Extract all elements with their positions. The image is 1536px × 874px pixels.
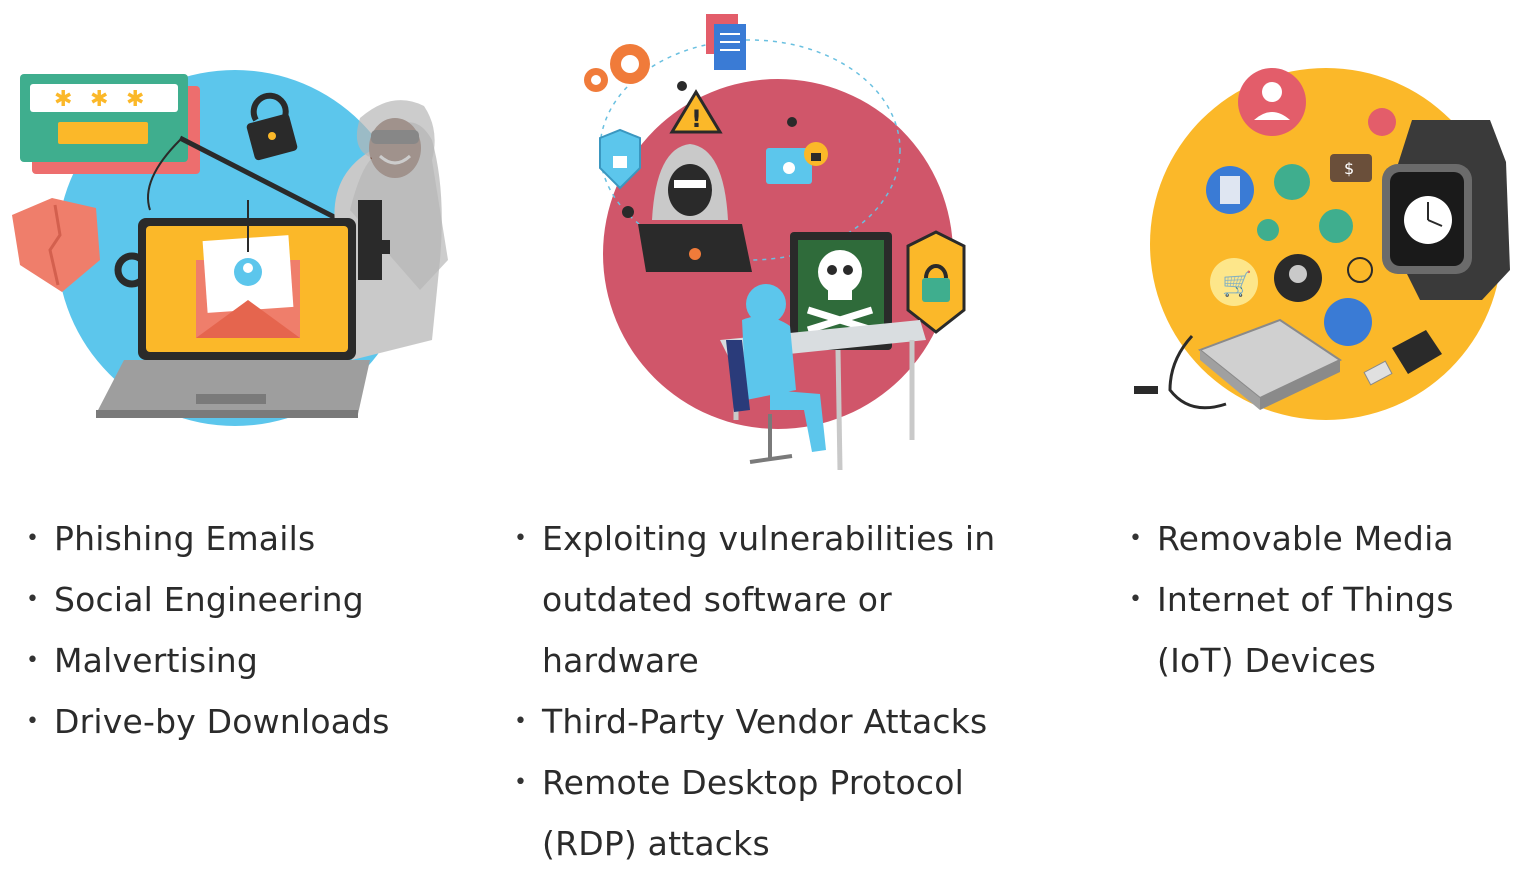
svg-text:✱: ✱ xyxy=(126,87,144,112)
network-vectors-list: • Exploiting vulnerabilities in outdated… xyxy=(514,508,995,874)
bullet-icon: • xyxy=(1129,526,1143,551)
bullet-icon: • xyxy=(26,709,40,734)
cart-icon xyxy=(1210,258,1258,306)
svg-text:!: ! xyxy=(691,105,702,133)
password-card-icon: ✱ ✱ ✱ xyxy=(20,74,200,174)
broken-shield-icon xyxy=(12,198,100,292)
bullet-icon: • xyxy=(1129,587,1143,612)
bullet-icon: • xyxy=(514,770,528,795)
small-app-icon xyxy=(1257,219,1279,241)
illustration-phishing: ✱ ✱ ✱ xyxy=(0,60,460,430)
money-icon xyxy=(1330,154,1372,182)
svg-text:$: $ xyxy=(1344,159,1354,178)
globe-icon xyxy=(1324,298,1372,346)
padlock-icon xyxy=(906,230,966,334)
svg-text:✱: ✱ xyxy=(90,87,108,112)
list-item: • Internet of Things (IoT) Devices xyxy=(1129,569,1454,691)
person-at-desk-icon xyxy=(726,284,826,464)
calculator-icon xyxy=(1206,166,1254,214)
bullet-icon: • xyxy=(514,709,528,734)
physical-vectors-list: • Removable Media • Internet of Things (… xyxy=(1129,508,1454,691)
bullet-icon: • xyxy=(26,648,40,673)
gear-icon xyxy=(584,44,650,92)
list-item: • Exploiting vulnerabilities in outdated… xyxy=(514,508,995,691)
truck-icon xyxy=(1319,209,1353,243)
svg-text:🛒: 🛒 xyxy=(1222,270,1252,298)
hacker-icon xyxy=(334,100,448,360)
warning-icon: ! xyxy=(669,89,723,134)
hacker-icon xyxy=(638,144,752,272)
spider-icon xyxy=(622,81,797,218)
envelope-icon xyxy=(196,200,300,338)
chart-app-icon xyxy=(1274,164,1310,200)
user-icon xyxy=(1238,68,1306,136)
document-icon xyxy=(706,14,746,70)
usb-stick-icon xyxy=(1363,330,1442,386)
card-icon xyxy=(1368,108,1396,136)
list-item: • Remote Desktop Protocol (RDP) attacks xyxy=(514,752,995,874)
illustration-network-attack: ! xyxy=(570,10,990,480)
bullet-icon: • xyxy=(26,587,40,612)
social-vectors-list: •Phishing Emails •Social Engineering •Ma… xyxy=(26,508,390,752)
hard-drive-icon xyxy=(1134,318,1343,410)
illustration-devices: $ 🛒 xyxy=(1130,60,1530,430)
list-item: •Phishing Emails xyxy=(26,508,390,569)
list-item: • Third-Party Vendor Attacks xyxy=(514,691,995,752)
list-item: •Social Engineering xyxy=(26,569,390,630)
list-item: •Malvertising xyxy=(26,630,390,691)
folder-icon xyxy=(766,142,828,184)
padlock-icon xyxy=(246,92,298,161)
calc-small-icon xyxy=(1347,257,1373,283)
monitor-icon xyxy=(790,232,892,350)
svg-text:✱: ✱ xyxy=(54,87,72,112)
list-item: •Drive-by Downloads xyxy=(26,691,390,752)
smartwatch-icon xyxy=(1382,120,1510,300)
bullet-icon: • xyxy=(26,526,40,551)
bullet-icon: • xyxy=(514,526,528,551)
list-item: • Removable Media xyxy=(1129,508,1454,569)
